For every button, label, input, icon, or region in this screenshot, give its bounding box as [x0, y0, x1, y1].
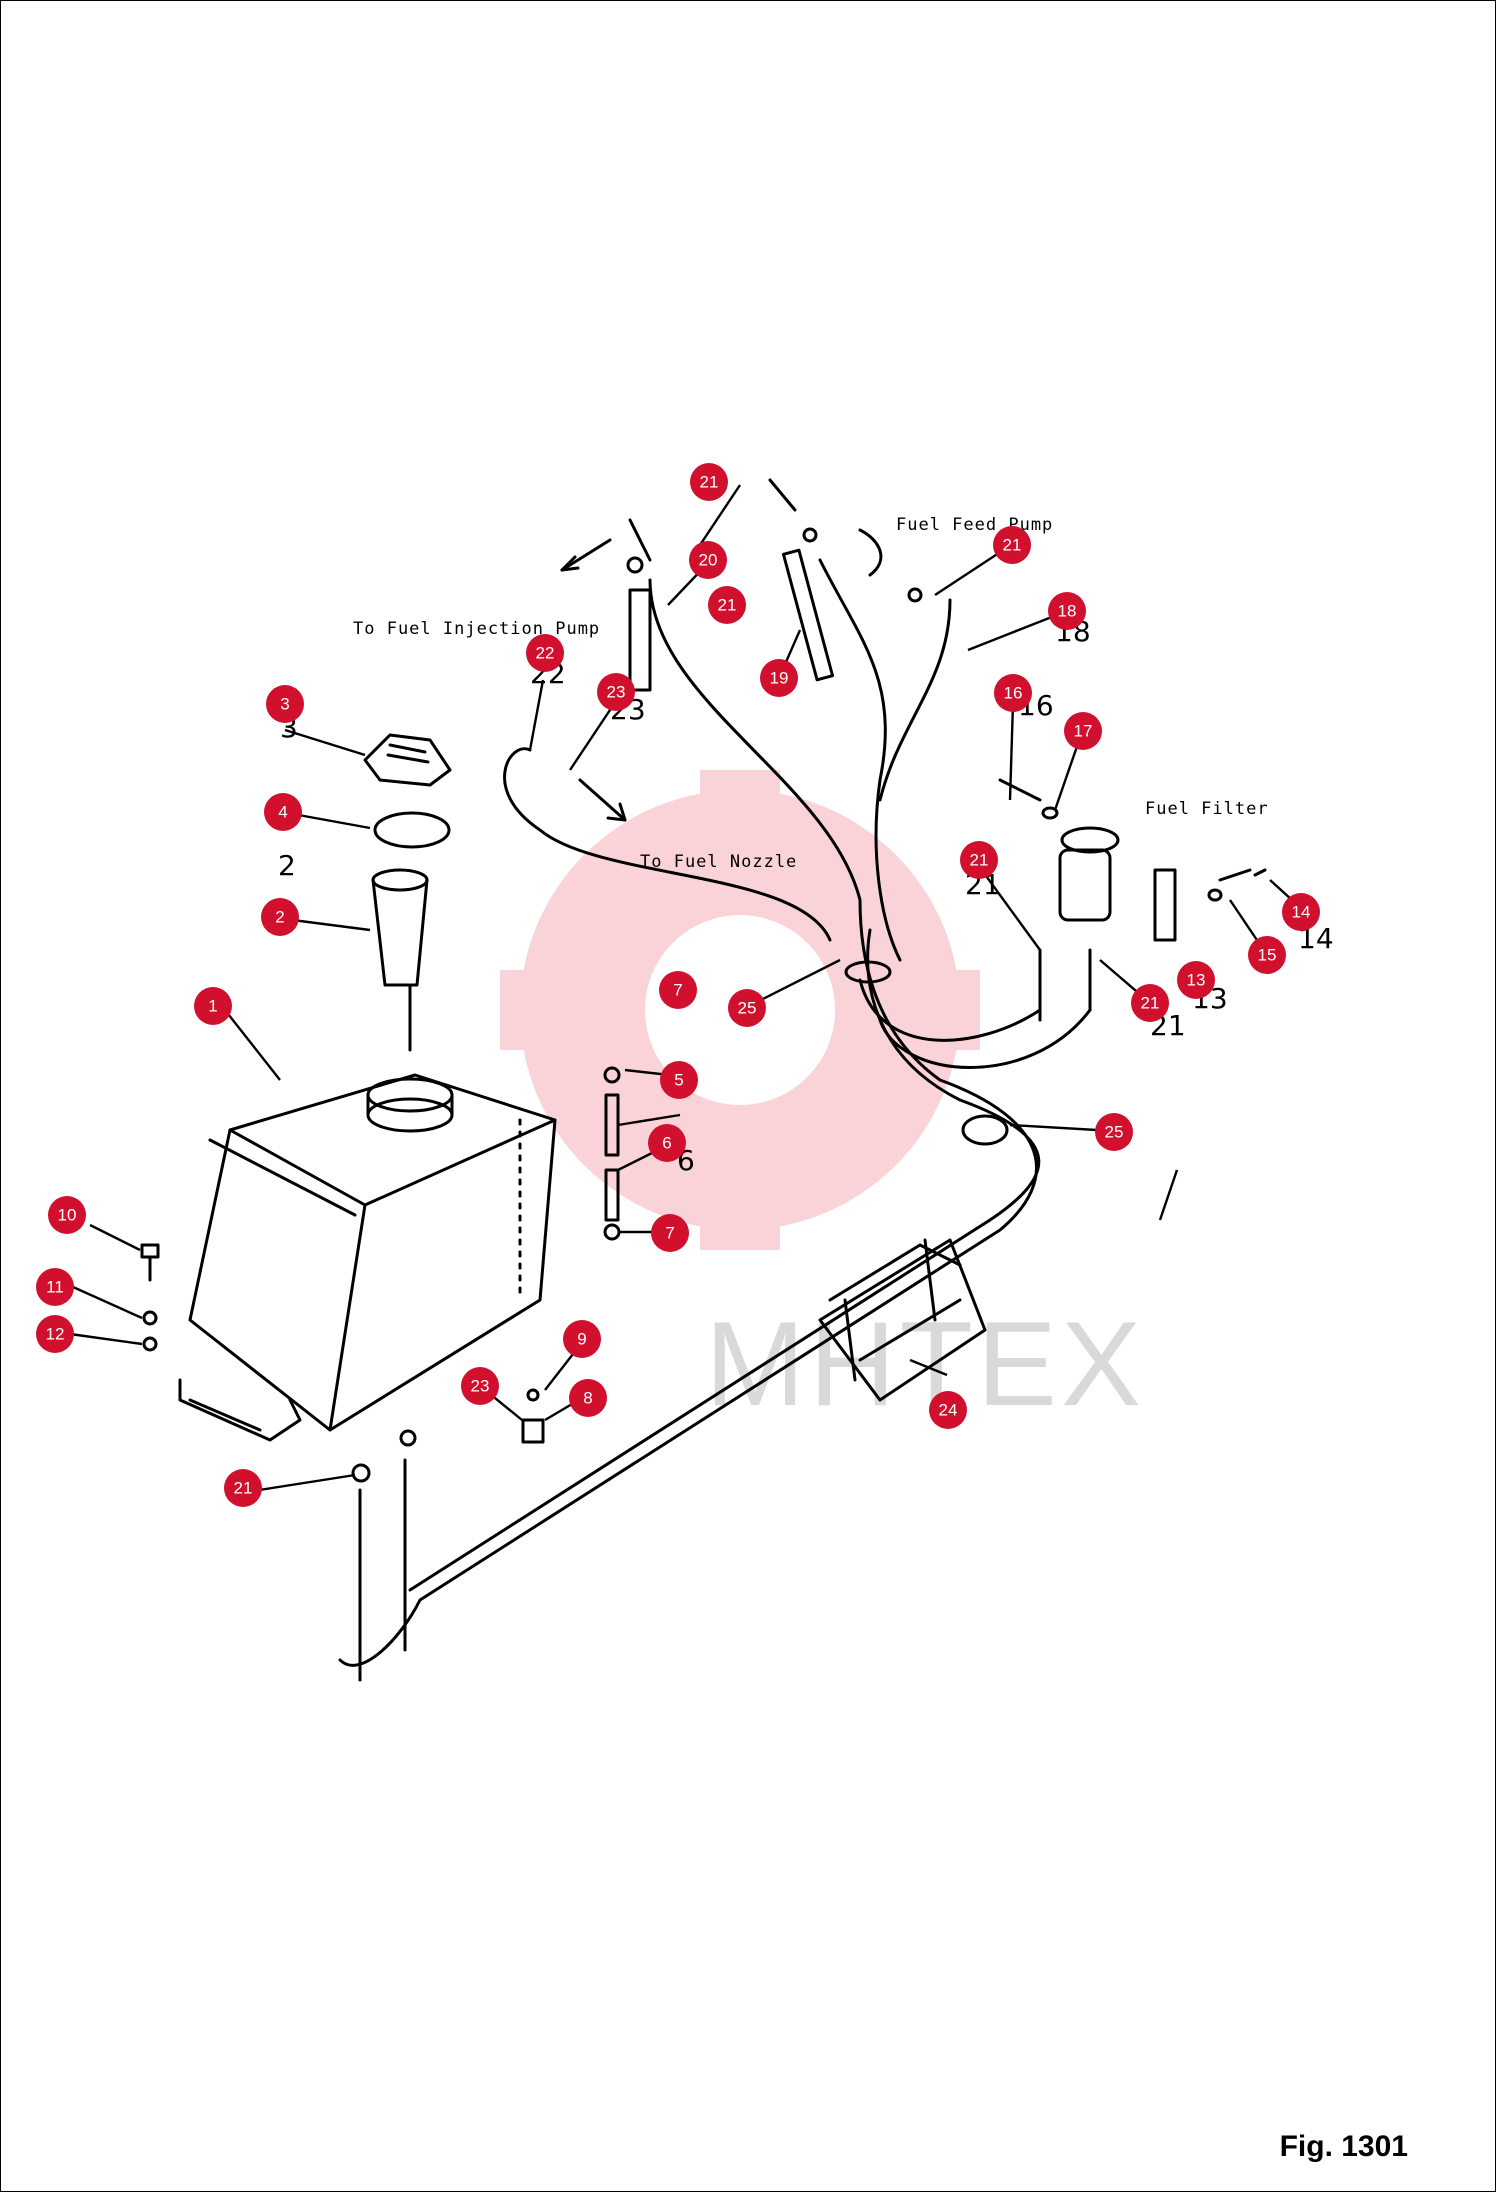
- svg-text:14: 14: [1292, 903, 1311, 922]
- svg-text:13: 13: [1187, 971, 1206, 990]
- svg-text:8: 8: [583, 1389, 592, 1408]
- svg-text:17: 17: [1074, 722, 1093, 741]
- svg-text:21: 21: [1141, 994, 1160, 1013]
- clamp: [844, 960, 892, 984]
- callout-21: 21: [708, 586, 746, 624]
- fuel-strainer: [371, 868, 429, 1052]
- svg-text:23: 23: [607, 683, 626, 702]
- callout-7: 7: [651, 1214, 689, 1252]
- svg-text:21: 21: [970, 851, 989, 870]
- callout-10: 10: [48, 1196, 86, 1234]
- gasket: [373, 811, 451, 849]
- svg-text:23: 23: [471, 1377, 490, 1396]
- mounting-bolts: [140, 1243, 160, 1352]
- callout-2: 2: [261, 898, 299, 936]
- svg-text:9: 9: [577, 1330, 586, 1349]
- figure-caption: Fig. 1301: [1279, 2130, 1408, 2163]
- svg-text:21: 21: [234, 1479, 253, 1498]
- callout-8: 8: [569, 1379, 607, 1417]
- svg-text:5: 5: [674, 1071, 683, 1090]
- callout-1: 1: [194, 987, 232, 1025]
- svg-text:25: 25: [1105, 1123, 1124, 1142]
- callout-11: 11: [36, 1268, 74, 1306]
- callout-16: 16: [994, 674, 1032, 712]
- callout-14: 14: [1282, 893, 1320, 931]
- callout-13: 13: [1177, 961, 1215, 999]
- printed-number: 2: [278, 849, 296, 882]
- fuel-filter: [998, 778, 1267, 942]
- svg-text:12: 12: [46, 1325, 65, 1344]
- callout-7: 7: [659, 971, 697, 1009]
- callout-21: 21: [993, 526, 1031, 564]
- svg-text:4: 4: [278, 803, 287, 822]
- svg-text:21: 21: [718, 596, 737, 615]
- fuel-lines: [338, 558, 1092, 1682]
- callout-5: 5: [660, 1061, 698, 1099]
- callout-21: 21: [1131, 984, 1169, 1022]
- guard-bracket: [818, 1238, 987, 1402]
- svg-text:6: 6: [662, 1134, 671, 1153]
- svg-text:16: 16: [1004, 684, 1023, 703]
- fuel-cap: [363, 733, 452, 787]
- svg-text:1: 1: [208, 997, 217, 1016]
- label-to-fuel-injection-pump: To Fuel Injection Pump: [353, 619, 600, 639]
- svg-text:15: 15: [1258, 946, 1277, 965]
- callout-20: 20: [689, 541, 727, 579]
- callout-19: 19: [760, 659, 798, 697]
- clamp: [961, 1114, 1009, 1146]
- callout-3: 3: [266, 685, 304, 723]
- svg-text:11: 11: [46, 1278, 64, 1297]
- svg-text:7: 7: [673, 981, 682, 1000]
- callout-21: 21: [960, 841, 998, 879]
- fuel-tank: [178, 1073, 557, 1442]
- svg-text:10: 10: [58, 1206, 77, 1225]
- callout-23: 23: [597, 673, 635, 711]
- callout-17: 17: [1064, 712, 1102, 750]
- callout-12: 12: [36, 1315, 74, 1353]
- svg-text:21: 21: [1003, 536, 1022, 555]
- svg-text:22: 22: [536, 644, 555, 663]
- flow-arrows: [560, 538, 627, 822]
- callout-22: 22: [526, 634, 564, 672]
- callout-24: 24: [929, 1391, 967, 1429]
- annotation-labels: Fuel Feed Pump To Fuel Injection Pump To…: [353, 515, 1269, 872]
- svg-text:2: 2: [275, 908, 284, 927]
- callout-9: 9: [563, 1320, 601, 1358]
- label-fuel-filter: Fuel Filter: [1145, 799, 1269, 819]
- callout-21: 21: [690, 463, 728, 501]
- svg-text:25: 25: [738, 999, 757, 1018]
- callout-6: 6: [648, 1124, 686, 1162]
- svg-text:18: 18: [1058, 602, 1077, 621]
- printed-part-numbers: 3 2 22 23 16 18 21 14 13 21 6: [278, 615, 1334, 1177]
- callout-4: 4: [264, 793, 302, 831]
- label-to-fuel-nozzle: To Fuel Nozzle: [640, 852, 797, 872]
- svg-text:24: 24: [939, 1401, 958, 1420]
- callout-25: 25: [1095, 1113, 1133, 1151]
- svg-text:19: 19: [770, 669, 789, 688]
- callout-15: 15: [1248, 936, 1286, 974]
- callout-18: 18: [1048, 592, 1086, 630]
- svg-text:21: 21: [700, 473, 719, 492]
- label-fuel-feed-pump: Fuel Feed Pump: [896, 515, 1053, 535]
- svg-text:3: 3: [280, 695, 289, 714]
- callout-markers: 1 2 3 4 5 6 7 7 8 9 10 11 12 13 14 15 16…: [36, 463, 1320, 1507]
- callout-21: 21: [224, 1469, 262, 1507]
- svg-text:20: 20: [699, 551, 718, 570]
- hose-fittings: [626, 478, 923, 692]
- svg-text:7: 7: [665, 1224, 674, 1243]
- callout-23: 23: [461, 1367, 499, 1405]
- callout-25: 25: [728, 989, 766, 1027]
